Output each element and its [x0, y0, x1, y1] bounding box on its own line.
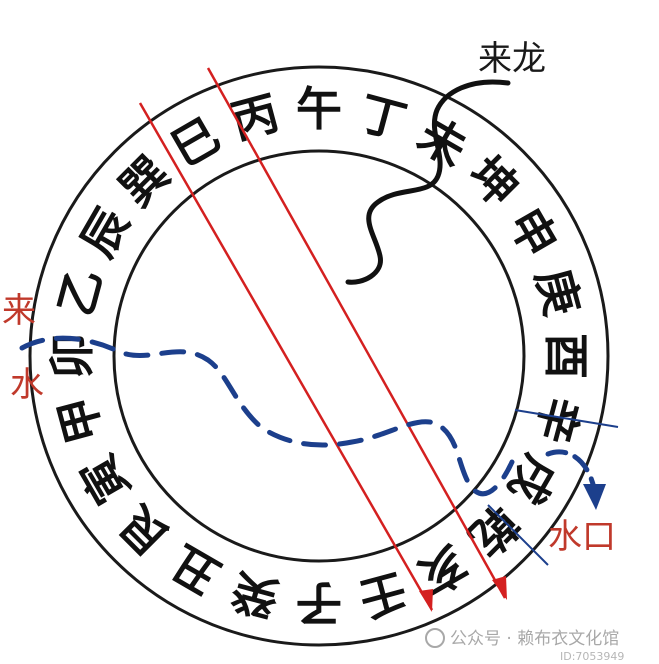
ring-char: 寅 — [70, 446, 140, 513]
water-outlet-arrow-icon — [583, 484, 606, 510]
ring-char: 巳 — [162, 107, 229, 177]
ring-char: 辰 — [70, 199, 140, 266]
watermark-text: 公众号 · 赖布衣文化馆 — [450, 629, 619, 649]
ring-char: 申 — [498, 199, 568, 266]
water-outlet-label: 水口 — [548, 517, 616, 557]
dragon-line — [345, 79, 511, 285]
ring-char: 甲 — [48, 391, 112, 449]
ring-char: 戌 — [498, 446, 568, 513]
ring-char: 午 — [296, 82, 342, 136]
ring-char: 丁 — [354, 85, 412, 149]
ring-char: 乙 — [48, 263, 112, 321]
axis-arrowhead-right — [492, 576, 507, 600]
water-tail — [545, 449, 597, 491]
inner-ring — [112, 149, 526, 563]
ring-char: 乾 — [458, 495, 529, 566]
axis-line-right — [206, 67, 507, 599]
water-in-label-bottom: 水 — [10, 365, 44, 405]
wechat-icon — [425, 628, 445, 648]
ring-char: 壬 — [354, 563, 412, 627]
water-path — [19, 335, 515, 497]
ring-char: 子 — [296, 576, 342, 630]
water-in-label-top: 来 — [2, 291, 36, 331]
ring-char: 癸 — [225, 562, 285, 627]
ring-char: 坤 — [458, 146, 529, 217]
ring-char: 亥 — [409, 535, 476, 605]
ring-char: 酉 — [539, 333, 593, 379]
ring-char: 巽 — [109, 146, 180, 217]
outer-ring — [28, 65, 610, 647]
axis-arrowhead-left — [419, 589, 433, 612]
ring-char: 艮 — [108, 495, 179, 566]
axis-line-left — [138, 102, 434, 611]
dragon-label: 来龙 — [478, 39, 546, 79]
sector-line-upper — [514, 409, 619, 428]
watermark: 公众号 · 赖布衣文化馆 ID:7053949 — [425, 628, 624, 663]
watermark-id: ID:7053949 — [560, 650, 624, 663]
ring-char: 丑 — [162, 535, 229, 605]
sector-line-lower — [487, 504, 549, 566]
ring-char: 庚 — [526, 263, 590, 321]
